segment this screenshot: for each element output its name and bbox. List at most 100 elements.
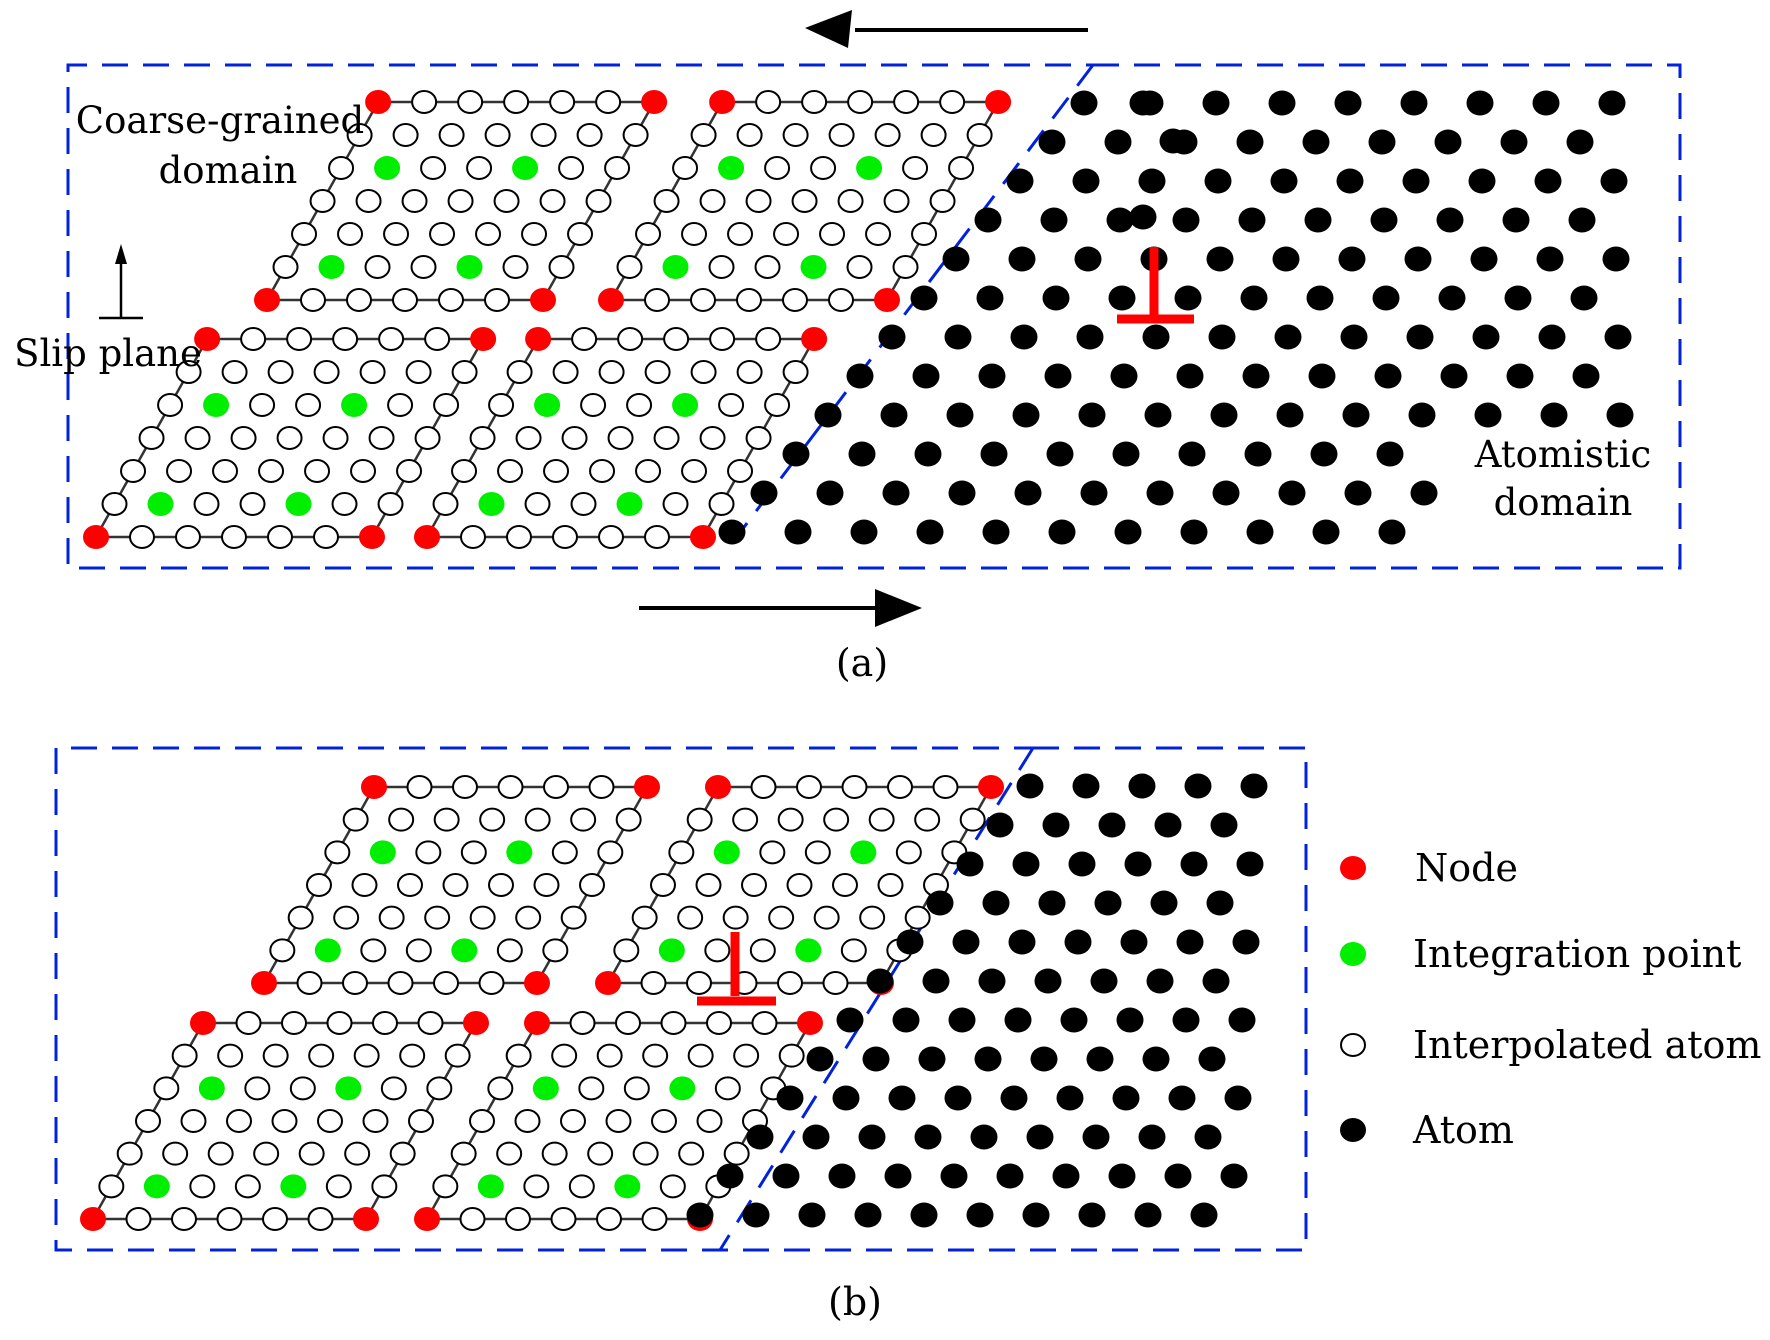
integration-point [672,393,699,417]
atom [718,519,746,545]
interpolated-atom [596,1043,623,1068]
integration-point [614,1174,641,1199]
atom [1604,324,1632,350]
interpolated-atom [687,1043,714,1068]
atom [1004,1007,1032,1033]
interpolated-atom [313,525,339,549]
atom [1224,1085,1252,1111]
atom [1112,441,1140,467]
interpolated-atom [841,775,868,799]
atom [1129,90,1157,116]
atom [1228,1007,1256,1033]
atom [974,1046,1002,1072]
atom [952,929,980,955]
atom [1472,324,1500,350]
integration-point [534,393,561,417]
node [359,525,385,549]
interpolated-atom [306,873,332,897]
atom [1026,1124,1054,1150]
interpolated-atom [741,873,767,897]
atom [1342,402,1370,428]
atom [782,441,810,467]
interpolated-atom [377,492,404,516]
atom [858,1124,886,1150]
integration-point [662,255,689,279]
node [190,1011,216,1035]
interpolated-atom [786,873,813,897]
interpolated-atom [932,775,959,799]
interpolated-atom [368,426,395,450]
interpolated-atom [116,1141,143,1166]
interpolated-atom [193,492,220,516]
integration-point [341,393,368,417]
interpolated-atom [452,775,478,799]
atom [1534,168,1562,194]
atom [1220,1163,1248,1189]
atom [1210,402,1238,428]
atom [746,1124,774,1150]
interpolated-atom [326,1011,353,1035]
atom [1602,246,1630,272]
interpolated-atom [551,1043,578,1068]
atom [982,890,1010,916]
interpolated-atom [887,775,913,799]
interpolated-atom [650,873,676,897]
interpolated-atom [651,1109,677,1133]
atom [1159,128,1187,154]
atom [1436,207,1464,233]
slip-plane-icon [99,244,143,320]
interpolated-atom [567,222,594,246]
interpolated-atom [378,905,405,930]
interpolated-atom [362,1109,389,1133]
atom [1040,207,1068,233]
integration-point [532,1076,559,1101]
atom [1008,246,1036,272]
atom [1138,1124,1166,1150]
atom [1238,207,1266,233]
interpolated-atom [300,288,326,312]
interpolated-atom [424,905,451,930]
interpolated-atom [745,426,772,450]
interpolated-atom [560,1109,586,1133]
interpolated-atom [234,1174,261,1199]
interpolated-atom [166,459,193,483]
interpolated-atom [777,807,804,832]
interpolated-atom [631,905,658,930]
integration-point [658,938,685,963]
atom [1274,324,1302,350]
atom [816,480,844,506]
interpolated-atom [322,426,349,450]
node [470,327,497,351]
interpolated-atom [695,873,722,897]
interpolated-atom [530,123,557,147]
atom [1046,441,1074,467]
interpolated-atom [328,156,355,180]
interpolated-atom [460,525,486,549]
interpolated-atom [751,1011,778,1035]
interpolated-atom [249,393,276,417]
atom [750,480,778,506]
interpolated-atom [727,222,754,246]
simulation-boundary-a [66,63,1682,570]
interface-boundary-b [718,747,1035,1251]
interpolated-atom [576,123,603,147]
integration-point [512,156,539,180]
interpolated-atom [714,1076,741,1101]
atom [1400,90,1428,116]
interpolated-atom [596,1207,622,1231]
interpolated-atom [313,360,340,384]
interpolated-atom [686,807,713,832]
interpolated-atom [708,255,735,279]
atom [1404,246,1432,272]
interpolated-atom [773,222,800,246]
interpolated-atom [129,525,155,549]
atom [802,1124,830,1150]
interpolated-atom [175,360,202,384]
interpolated-atom [514,1109,541,1133]
interpolated-atom [696,1109,723,1133]
interpolated-atom [733,1043,760,1068]
node [524,971,550,995]
atom [1108,285,1136,311]
interpolated-atom [438,288,464,312]
